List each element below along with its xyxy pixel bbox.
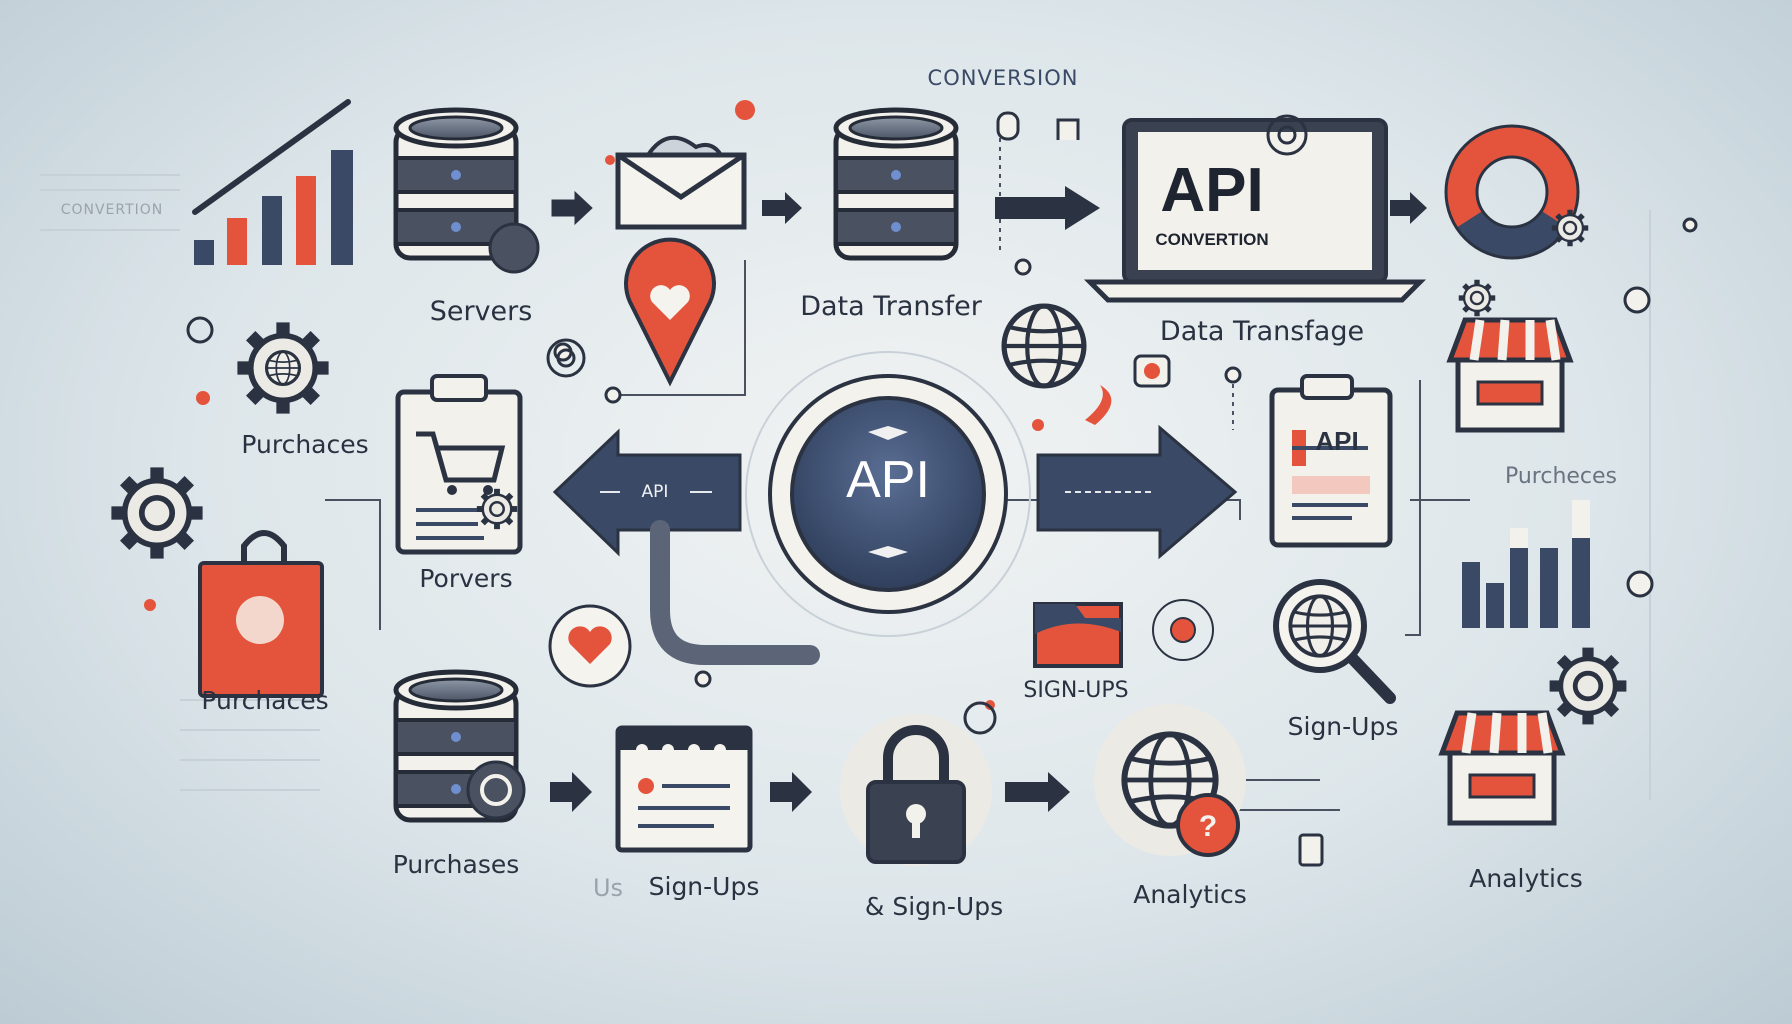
label-sign-ups-mid: SIGN-UPS [1023, 678, 1129, 703]
label-analytics-right: Analytics [1469, 864, 1583, 893]
label-purcheces-right: Purcheces [1504, 464, 1618, 489]
label-analytics-mid: Analytics [1133, 880, 1247, 909]
gear-icon [1459, 280, 1495, 316]
gear-icon [111, 467, 202, 558]
label-servers: Servers [429, 296, 533, 327]
right-arrow-icon [1036, 424, 1238, 560]
target-icon [1152, 599, 1214, 661]
database-icon [836, 110, 956, 258]
left-arrow-text: API [641, 482, 669, 502]
gear-icon [477, 489, 517, 529]
magnifier-globe-icon [1273, 579, 1396, 704]
label-purchaces-bag: Purchaces [201, 686, 329, 715]
label-data-transfer: Data Transfer [800, 291, 982, 322]
label-and-sign-ups: & Sign-Ups [864, 892, 1004, 921]
storefront-icon [1442, 713, 1562, 823]
label-sign-ups-bottom: Sign-Ups [648, 872, 760, 901]
bar-chart-icon [192, 99, 353, 265]
location-pin-icon [624, 237, 716, 387]
label-data-transfage: Data Transfage [1159, 316, 1365, 347]
label-sign-ups-right: Sign-Ups [1287, 712, 1399, 741]
envelope-icon [615, 135, 747, 230]
svg-text:?: ? [1199, 810, 1217, 843]
label-sign-ups-bottom-prefix: Us [592, 874, 624, 902]
shopping-bag-icon [198, 530, 324, 698]
api-hub-text: API [846, 451, 930, 509]
arrow-icon [550, 772, 1070, 812]
document-text: API [1315, 426, 1359, 456]
document-icon [1269, 374, 1393, 548]
label-porvers: Porvers [419, 564, 513, 593]
label-purchases-bottom: Purchases [392, 850, 520, 879]
globe-icon [1004, 306, 1084, 386]
folder-icon [1033, 602, 1123, 668]
left-arrow-icon [552, 428, 820, 665]
arrow-icon [551, 186, 1427, 230]
connector-dots [553, 217, 1698, 688]
api-hub [745, 351, 1031, 637]
clipboard-cart-icon [395, 374, 523, 555]
laptop-screen-title: API [1160, 156, 1264, 225]
laptop-icon [1083, 118, 1427, 303]
database-icon [396, 672, 526, 820]
gear-icon [1550, 648, 1627, 725]
database-icon [396, 110, 540, 274]
lock-icon [840, 714, 992, 866]
globe-icon [265, 350, 301, 386]
laptop-screen-subtitle: CONVERTION [1155, 230, 1269, 249]
gear-icon [1552, 210, 1588, 246]
calendar-icon [615, 725, 753, 853]
label-purchaces-left: Purchaces [241, 430, 369, 459]
side-caption: CONVERTION [60, 202, 164, 218]
bar-chart-icon [1462, 500, 1590, 628]
heart-icon [548, 604, 632, 688]
top-caption: CONVERSION [927, 66, 1079, 90]
storefront-icon [1450, 320, 1570, 430]
globe-question-icon: ? [1094, 704, 1246, 857]
donut-chart-icon [1444, 124, 1580, 260]
